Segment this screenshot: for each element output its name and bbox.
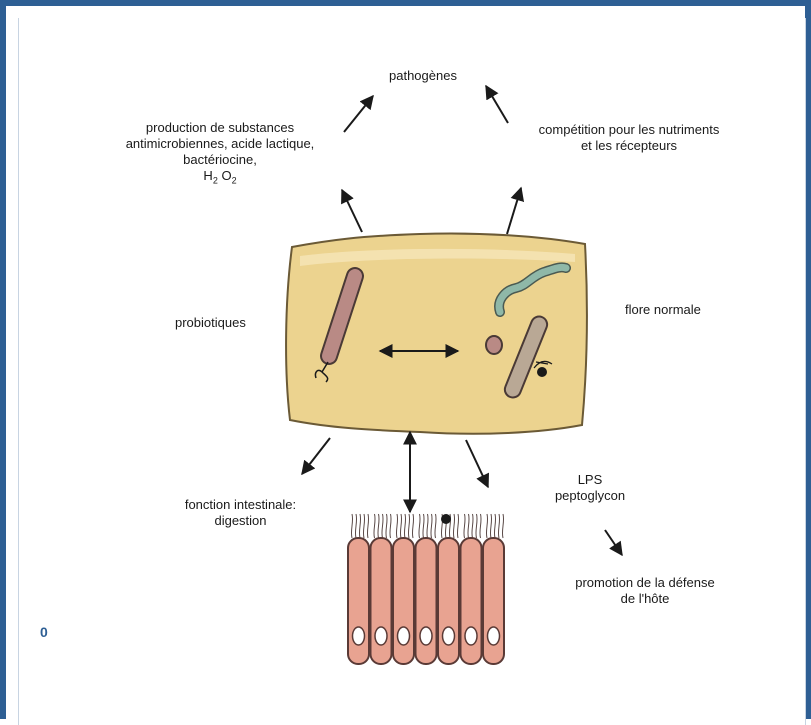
cell-nucleus (443, 627, 455, 645)
cell-nucleus (353, 627, 365, 645)
arrow-to-lps (466, 440, 488, 487)
page-number: 0 (40, 624, 48, 640)
epithelial-cell (416, 514, 437, 664)
arrow-to-competition (507, 188, 521, 234)
h2o2-formula: H2 O2 (110, 168, 330, 189)
arrow-to-fonction (302, 438, 330, 474)
epithelial-cell (461, 514, 482, 664)
label-fonction-intestinale: fonction intestinale: digestion (163, 497, 318, 529)
arrow-to-promotion (605, 530, 622, 555)
arrow-to-pathogenes-right (486, 86, 508, 123)
lps-particle (441, 514, 451, 524)
cell-nucleus (420, 627, 432, 645)
epithelial-cells (348, 514, 504, 664)
label-lps: LPS peptoglycon (540, 472, 640, 504)
label-competition: compétition pour les nutriments et les r… (520, 122, 738, 154)
epithelial-cell (393, 514, 414, 664)
epithelial-cell (348, 514, 369, 664)
label-production: production de substances antimicrobienne… (110, 120, 330, 189)
cell-nucleus (375, 627, 387, 645)
label-promotion: promotion de la défense de l'hôte (560, 575, 730, 607)
epithelial-cell (438, 514, 459, 664)
cell-nucleus (465, 627, 477, 645)
arrow-to-production (342, 190, 362, 232)
cell-nucleus (398, 627, 410, 645)
cell-nucleus (488, 627, 500, 645)
arrow-to-pathogenes-left (344, 96, 373, 132)
label-flore-normale: flore normale (625, 302, 701, 318)
label-probiotiques: probiotiques (175, 315, 246, 331)
flora-coccus (486, 336, 502, 354)
epithelial-cell (371, 514, 392, 664)
epithelial-cell (483, 514, 504, 664)
label-pathogenes: pathogènes (389, 68, 457, 84)
